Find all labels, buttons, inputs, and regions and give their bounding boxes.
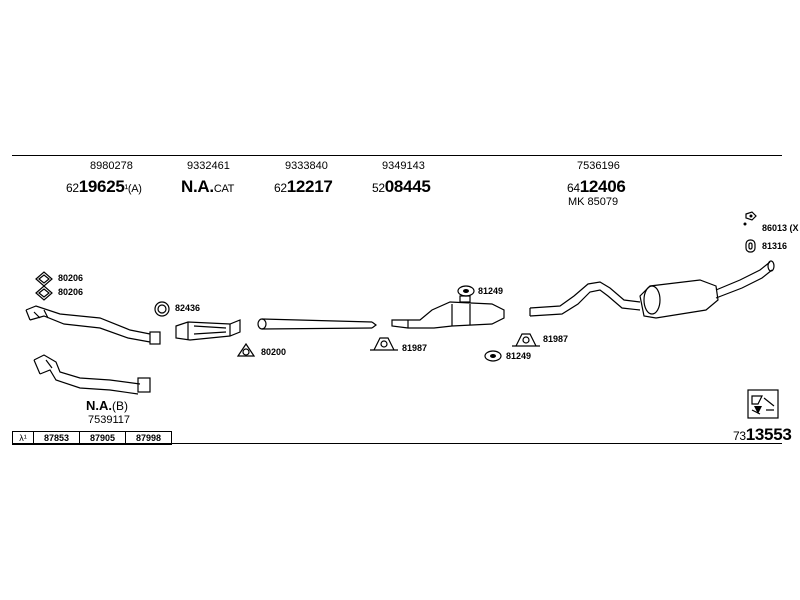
callout-81316: 81316	[762, 241, 788, 251]
codes-table: λ¹ 87853 87905 87998	[12, 431, 172, 445]
gasket-82436-icon	[154, 301, 170, 317]
col1-part-number: 6219625¹(A)	[66, 177, 142, 196]
bottom-rule	[12, 443, 782, 444]
col5-kit-number: MK 85079	[568, 196, 619, 208]
lambda-cell: λ¹	[12, 431, 34, 445]
clamp-icon	[370, 337, 398, 351]
bottom-left-number: 7539117	[88, 414, 131, 426]
rear-silencer-icon	[529, 260, 775, 319]
col2-number: 9332461	[187, 160, 230, 172]
col3-number: 9333840	[285, 160, 328, 172]
callout-86013: 86013 (X	[762, 223, 799, 233]
catalogue-symbol-icon	[747, 389, 779, 419]
reference-number: 7313553	[733, 425, 792, 444]
mount-81316-icon	[745, 239, 756, 253]
code-cell: 87998	[125, 431, 172, 445]
gasket-80200-icon	[236, 342, 256, 357]
col4-number: 9349143	[382, 160, 425, 172]
intermediate-pipe-icon	[257, 318, 377, 330]
bottom-left-part: N.A.(B)	[86, 398, 128, 413]
front-pipe-icon	[25, 305, 161, 345]
callout-81249-lower: 81249	[506, 351, 532, 361]
callout-80200: 80200	[261, 347, 287, 357]
front-pipe-alt-icon	[33, 354, 151, 395]
callout-81987-right: 81987	[543, 334, 569, 344]
catalytic-converter-icon	[175, 319, 241, 341]
callout-82436: 82436	[175, 303, 201, 313]
col1-number: 8980278	[90, 160, 133, 172]
col3-part-number: 6212217	[274, 177, 333, 196]
col5-number: 7536196	[577, 160, 620, 172]
col4-part-number: 5208445	[372, 177, 431, 196]
hanger-86013-icon	[743, 211, 757, 226]
top-rule	[12, 155, 782, 156]
col5-part-number: 6412406	[567, 177, 626, 196]
clamp-right-icon	[512, 333, 540, 347]
code-cell: 87853	[33, 431, 80, 445]
rubber-mount-81249-icon	[457, 285, 475, 297]
code-cell: 87905	[79, 431, 126, 445]
rubber-mount-81249-lower-icon	[484, 350, 502, 362]
col2-part-number: N.A.CAT	[181, 177, 235, 196]
callout-80206-a: 80206	[58, 273, 84, 283]
callout-80206-b: 80206	[58, 287, 84, 297]
callout-81987-left: 81987	[402, 343, 428, 353]
centre-silencer-icon	[391, 295, 505, 329]
gasket-icon	[35, 271, 53, 301]
callout-81249-upper: 81249	[478, 286, 504, 296]
